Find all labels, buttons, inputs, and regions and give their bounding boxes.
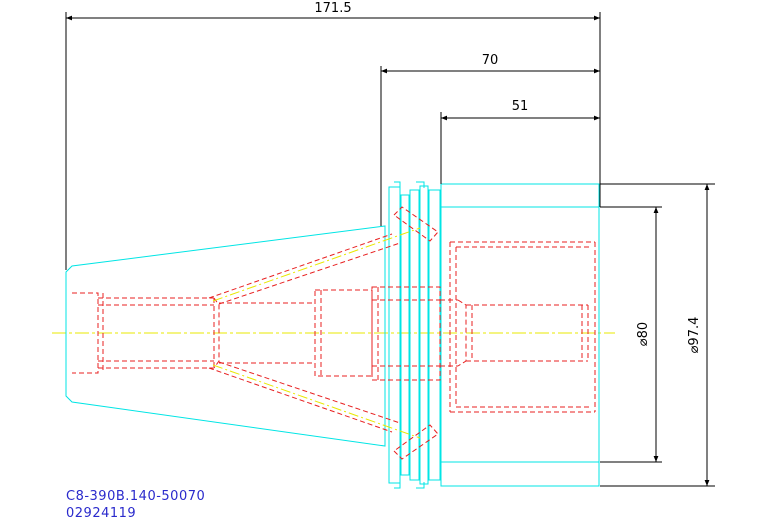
dim-outer-diameter: ⌀97.4	[687, 317, 702, 354]
tool-outline	[65, 181, 600, 489]
channel-centerlines	[212, 227, 421, 439]
dim-flange-to-end: 70	[482, 53, 499, 68]
dim-bore-diameter: ⌀80	[636, 322, 651, 346]
part-number: C8-390B.140-50070	[66, 489, 206, 504]
part-code: 02924119	[66, 506, 137, 521]
dimension-lines	[65, 12, 715, 487]
hidden-lines	[72, 206, 596, 460]
dim-overall-length: 171.5	[314, 1, 351, 16]
dim-body-length: 51	[512, 99, 529, 114]
